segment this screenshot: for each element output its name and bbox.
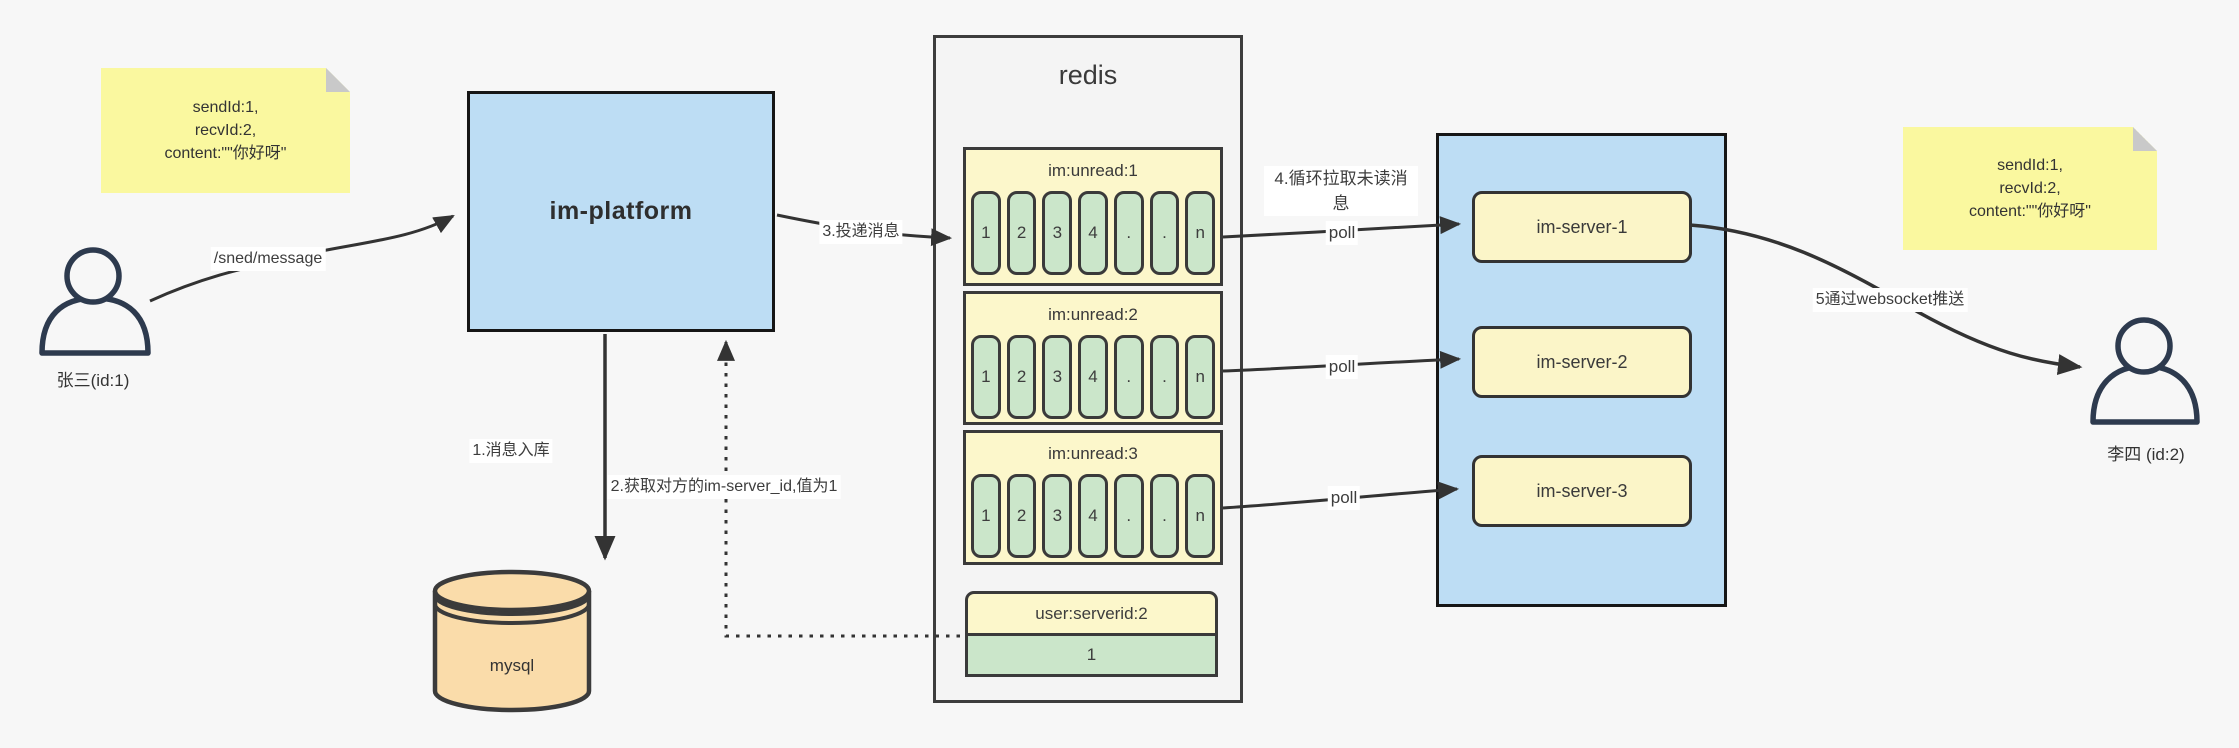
note-fold-corner — [2133, 127, 2157, 151]
queue-cell: . — [1149, 335, 1180, 419]
label-poll-2: poll — [1325, 355, 1359, 379]
label-send-api: /sned/message — [210, 247, 326, 271]
user-icon — [39, 247, 151, 356]
label-poll-1: poll — [1325, 221, 1359, 245]
im-platform-node: im-platform — [467, 91, 775, 332]
queue-title: im:unread:2 — [1048, 305, 1138, 324]
queue-cell: . — [1113, 191, 1144, 275]
queue-cells: 1 2 3 4 . . n — [966, 335, 1220, 427]
label-step2: 2.获取对方的im-server_id,值为1 — [607, 475, 841, 499]
im-server-1-node: im-server-1 — [1472, 191, 1692, 263]
queue-cell: n — [1185, 335, 1216, 419]
im-platform-label: im-platform — [549, 197, 693, 225]
queue-cell: . — [1149, 474, 1180, 558]
note-line: recvId:2, — [1999, 180, 2061, 197]
label-step3: 3.投递消息 — [819, 220, 903, 244]
kv-key: user:serverid:2 — [965, 591, 1218, 636]
receiver-label: 李四 (id:2) — [2107, 445, 2185, 464]
queue-cell: 3 — [1042, 335, 1073, 419]
unread-queue-1: im:unread:1 1 2 3 4 . . n — [963, 147, 1223, 286]
queue-title: im:unread:1 — [1048, 161, 1138, 180]
label-step1: 1.消息入库 — [469, 439, 553, 463]
queue-cell: n — [1185, 474, 1216, 558]
queue-cell: 3 — [1042, 191, 1073, 275]
queue-cell: . — [1113, 335, 1144, 419]
queue-cells: 1 2 3 4 . . n — [966, 474, 1220, 566]
note-line: recvId:2, — [194, 122, 257, 139]
note-line: content:""你好呀" — [1969, 203, 2091, 220]
label-step4: 4.循环拉取未读消息 — [1264, 166, 1418, 216]
unread-queue-3: im:unread:3 1 2 3 4 . . n — [963, 430, 1223, 565]
queue-cell: 4 — [1078, 335, 1108, 419]
note-line: sendId:1, — [192, 99, 259, 116]
redis-container: redis im:unread:1 1 2 3 4 . . n im:unrea… — [933, 35, 1243, 703]
mysql-label: mysql — [489, 656, 535, 675]
user-icon — [2090, 317, 2200, 425]
queue-cell: n — [1185, 191, 1216, 275]
mysql-database-icon — [432, 569, 592, 713]
note-line: sendId:1, — [1997, 157, 2063, 174]
im-server-cluster: im-server-1 im-server-2 im-server-3 — [1436, 133, 1727, 607]
im-server-3-node: im-server-3 — [1472, 455, 1692, 527]
note-fold-corner — [326, 68, 350, 92]
queue-cells: 1 2 3 4 . . n — [966, 191, 1220, 283]
queue-cell: 2 — [1006, 335, 1037, 419]
kv-value: 1 — [965, 633, 1218, 677]
sticky-note-left: sendId:1, recvId:2, content:""你好呀" — [101, 68, 350, 193]
unread-queue-2: im:unread:2 1 2 3 4 . . n — [963, 291, 1223, 425]
queue-cell: 2 — [1006, 474, 1037, 558]
user-serverid-kv: user:serverid:2 1 — [965, 591, 1218, 677]
queue-cell: 2 — [1006, 191, 1037, 275]
note-line: content:""你好呀" — [164, 145, 287, 162]
queue-cell: 3 — [1042, 474, 1073, 558]
sticky-note-right: sendId:1, recvId:2, content:""你好呀" — [1903, 127, 2157, 250]
queue-title: im:unread:3 — [1048, 444, 1138, 463]
sender-label: 张三(id:1) — [56, 371, 130, 390]
label-step5: 5通过websocket推送 — [1812, 288, 1968, 312]
im-server-2-node: im-server-2 — [1472, 326, 1692, 398]
label-poll-3: poll — [1327, 486, 1361, 510]
queue-cell: 1 — [971, 335, 1001, 419]
queue-cell: 4 — [1078, 474, 1108, 558]
redis-title: redis — [1058, 60, 1118, 90]
queue-cell: 1 — [971, 191, 1001, 275]
queue-cell: . — [1113, 474, 1144, 558]
queue-cell: . — [1149, 191, 1180, 275]
queue-cell: 1 — [971, 474, 1001, 558]
queue-cell: 4 — [1078, 191, 1108, 275]
